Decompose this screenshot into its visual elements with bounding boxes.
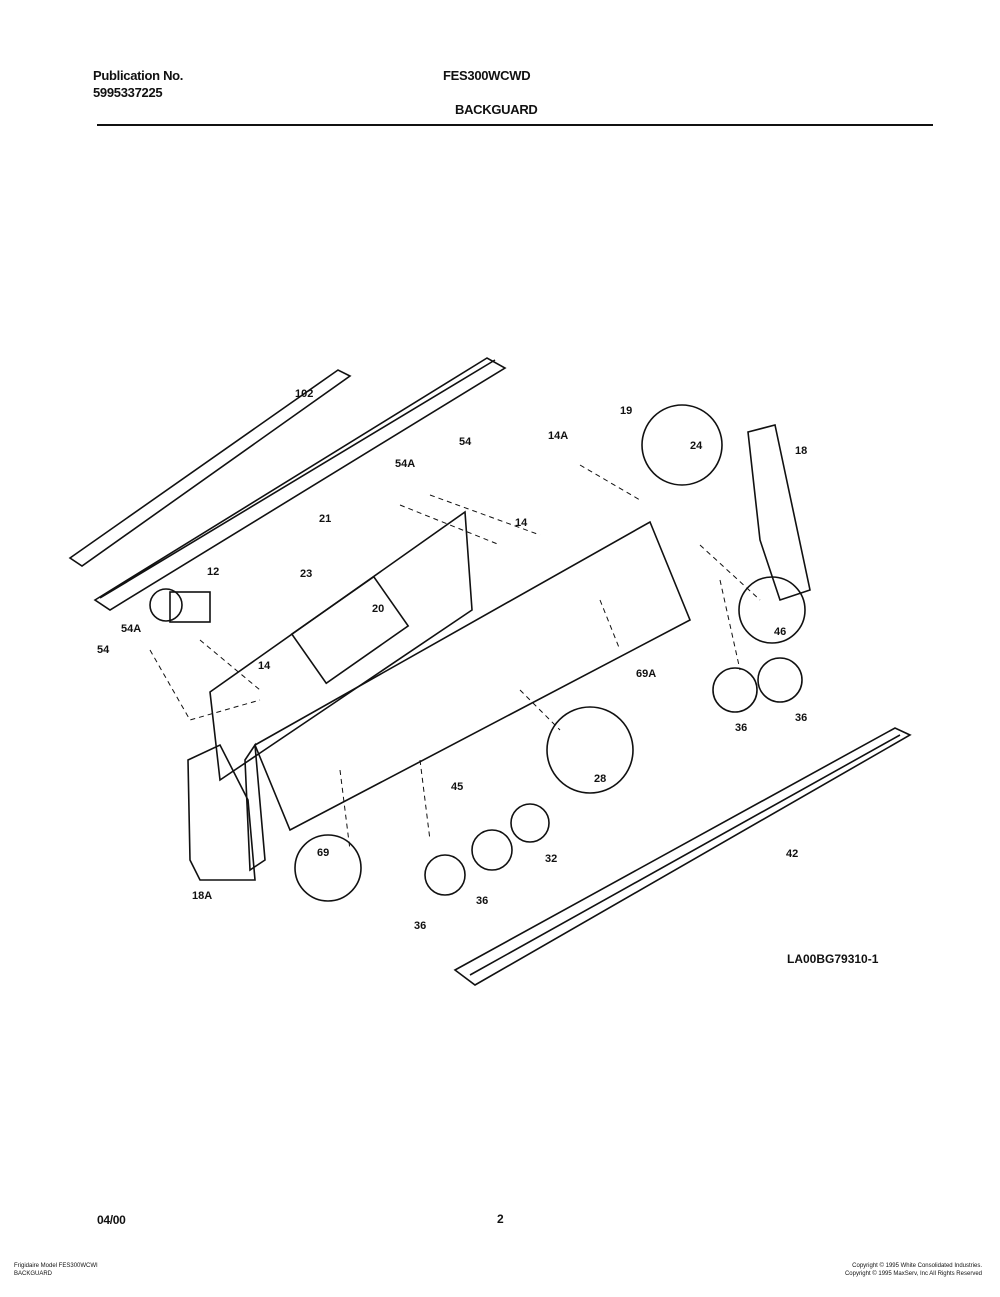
detail-46 xyxy=(738,576,806,644)
callout-23: 23 xyxy=(300,568,313,580)
footer-model: Frigidaire Model FES300WCWI xyxy=(14,1263,98,1269)
footer-section: BACKGUARD xyxy=(14,1271,53,1277)
callout-36-c: 36 xyxy=(476,895,489,907)
callout-36-b: 36 xyxy=(735,722,748,734)
section-title: BACKGUARD xyxy=(455,102,538,117)
callout-69: 69 xyxy=(317,847,330,859)
trim-21 xyxy=(93,357,507,611)
panel-end xyxy=(244,742,266,872)
end-cap-18A xyxy=(187,743,256,881)
callout-46: 46 xyxy=(774,626,787,638)
callout-42: 42 xyxy=(786,848,799,860)
callout-18: 18 xyxy=(795,445,808,457)
callout-21: 21 xyxy=(319,513,332,525)
knobs xyxy=(424,657,803,896)
callout-54A-left: 54A xyxy=(121,623,142,635)
callout-45: 45 xyxy=(451,781,464,793)
callout-36-a: 36 xyxy=(795,712,808,724)
callout-36-d: 36 xyxy=(414,920,427,932)
callout-19: 19 xyxy=(620,405,633,417)
trim-42 xyxy=(453,727,912,986)
publication-number: 5995337225 xyxy=(93,85,163,100)
publication-label: Publication No. xyxy=(93,68,184,83)
page-number: 2 xyxy=(497,1212,504,1226)
callout-54-left: 54 xyxy=(97,644,110,656)
rail-102 xyxy=(68,369,352,567)
drawing-id: LA00BG79310-1 xyxy=(787,952,879,966)
detail-24 xyxy=(641,404,723,486)
switch-12 xyxy=(149,588,183,622)
panel-opening xyxy=(290,575,410,685)
callout-14-left: 14 xyxy=(258,660,271,672)
callout-54A: 54A xyxy=(395,458,416,470)
callout-102: 102 xyxy=(295,388,314,400)
copyright-maxserv: Copyright © 1995 MaxServ, Inc All Rights… xyxy=(844,1271,982,1277)
callout-24: 24 xyxy=(690,440,703,452)
callout-32: 32 xyxy=(545,853,558,865)
panel-19 xyxy=(253,520,692,832)
detail-69 xyxy=(294,834,362,902)
detail-28 xyxy=(546,706,634,794)
callout-20: 20 xyxy=(372,603,385,615)
copyright-wci: Copyright © 1995 White Consolidated Indu… xyxy=(852,1263,982,1269)
header-rule xyxy=(97,124,933,126)
footer-date: 04/00 xyxy=(97,1213,126,1227)
callout-14: 14 xyxy=(515,517,528,529)
panel-23 xyxy=(209,510,473,782)
callout-12: 12 xyxy=(207,566,220,578)
model-number: FES300WCWD xyxy=(443,68,531,83)
callout-54: 54 xyxy=(459,436,472,448)
callout-69A: 69A xyxy=(636,668,657,680)
callout-28: 28 xyxy=(594,773,607,785)
callout-18A: 18A xyxy=(192,890,213,902)
end-cap-18 xyxy=(747,424,811,602)
callout-14A: 14A xyxy=(548,430,569,442)
